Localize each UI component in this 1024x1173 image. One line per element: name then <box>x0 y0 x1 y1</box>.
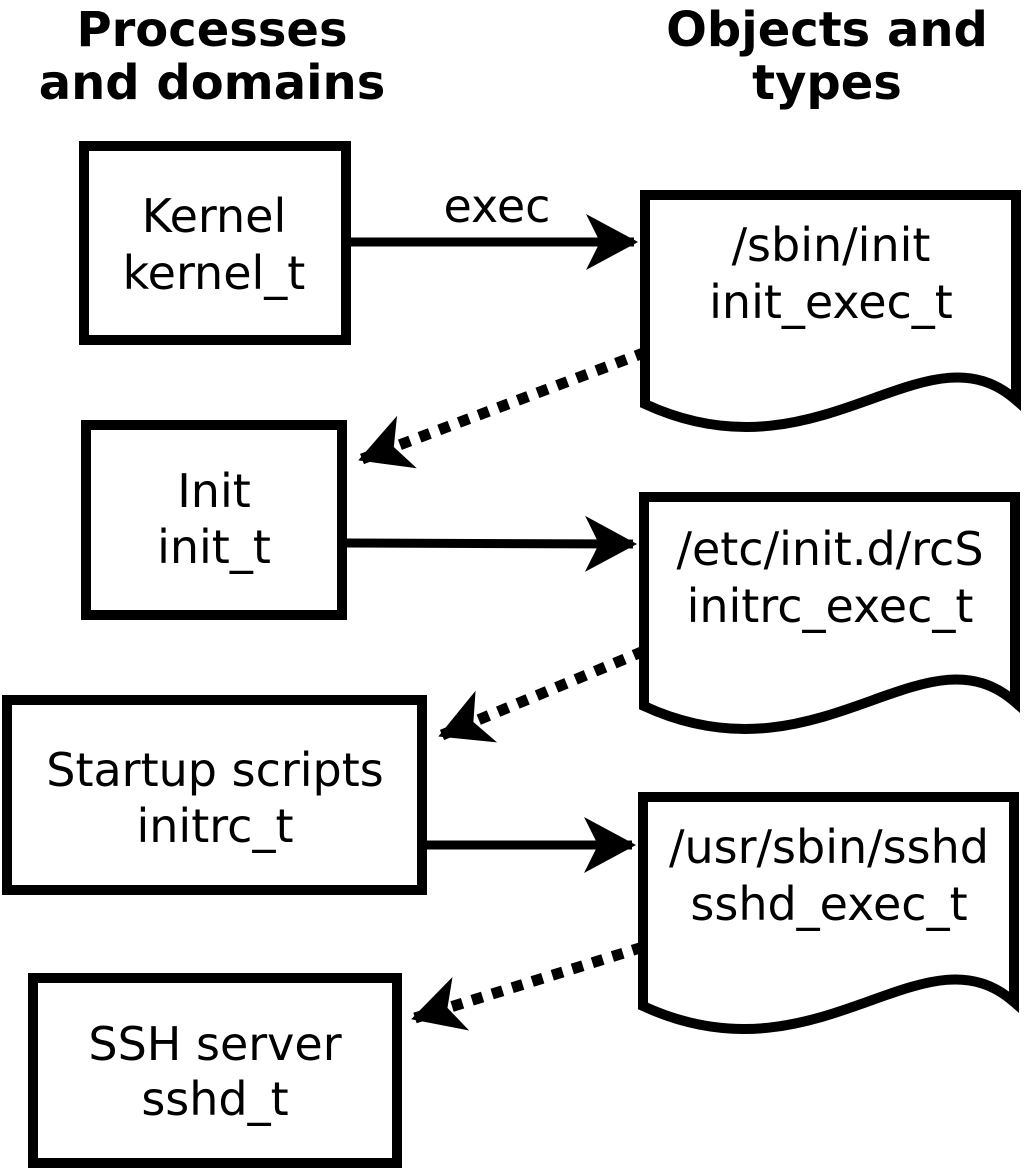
right-header-line2: types <box>752 55 902 111</box>
column-header-processes: Processes and domains <box>39 2 386 111</box>
sbin-init-doc-type: init_exec_t <box>709 275 953 329</box>
process-box-init: Init init_t <box>81 420 347 620</box>
init-box-name: Init <box>177 464 251 518</box>
rcs-doc-shape <box>639 492 1020 734</box>
kernel-box-rect <box>79 141 351 345</box>
process-box-startup-scripts: Startup scripts initrc_t <box>2 695 427 895</box>
sbin-init-doc-path: /sbin/init <box>732 218 931 272</box>
object-doc-etc-initd-rcs: /etc/init.d/rcS initrc_exec_t <box>639 492 1020 734</box>
object-doc-sbin-init: /sbin/init init_exec_t <box>640 190 1021 432</box>
object-doc-usr-sbin-sshd: /usr/sbin/sshd sshd_exec_t <box>638 792 1019 1034</box>
process-box-kernel: Kernel kernel_t <box>79 141 351 345</box>
sbin-init-doc-shape <box>640 190 1021 432</box>
init-box-rect <box>81 420 347 620</box>
init-box-domain: init_t <box>157 520 271 574</box>
startup-scripts-box-rect <box>2 695 427 895</box>
ssh-server-box-domain: sshd_t <box>141 1072 288 1126</box>
solid-arrow-init-to-rcs <box>346 515 637 572</box>
kernel-box-domain: kernel_t <box>123 246 306 300</box>
sshd-doc-shape <box>638 792 1019 1034</box>
exec-arrow-label: exec <box>444 179 551 233</box>
sshd-doc-type: sshd_exec_t <box>690 877 967 931</box>
column-header-objects: Objects and types <box>666 2 988 111</box>
rcs-doc-path: /etc/init.d/rcS <box>676 522 983 576</box>
sshd-doc-path: /usr/sbin/sshd <box>669 820 989 874</box>
left-header-line2: and domains <box>39 55 386 111</box>
left-header-line1: Processes <box>76 2 347 58</box>
kernel-box-name: Kernel <box>142 189 287 243</box>
startup-scripts-box-domain: initrc_t <box>137 799 294 853</box>
dotted-arrow-sshd-exec-to-sshd <box>411 941 645 1031</box>
dotted-arrow-sbin-init-to-init <box>358 346 648 469</box>
startup-scripts-box-name: Startup scripts <box>46 743 384 797</box>
right-header-line1: Objects and <box>666 2 988 58</box>
rcs-doc-type: initrc_exec_t <box>687 579 974 633</box>
process-box-ssh-server: SSH server sshd_t <box>28 973 402 1168</box>
ssh-server-box-name: SSH server <box>88 1017 341 1071</box>
dotted-arrow-rcs-to-initrc <box>438 645 647 743</box>
ssh-server-box-rect <box>28 973 402 1168</box>
